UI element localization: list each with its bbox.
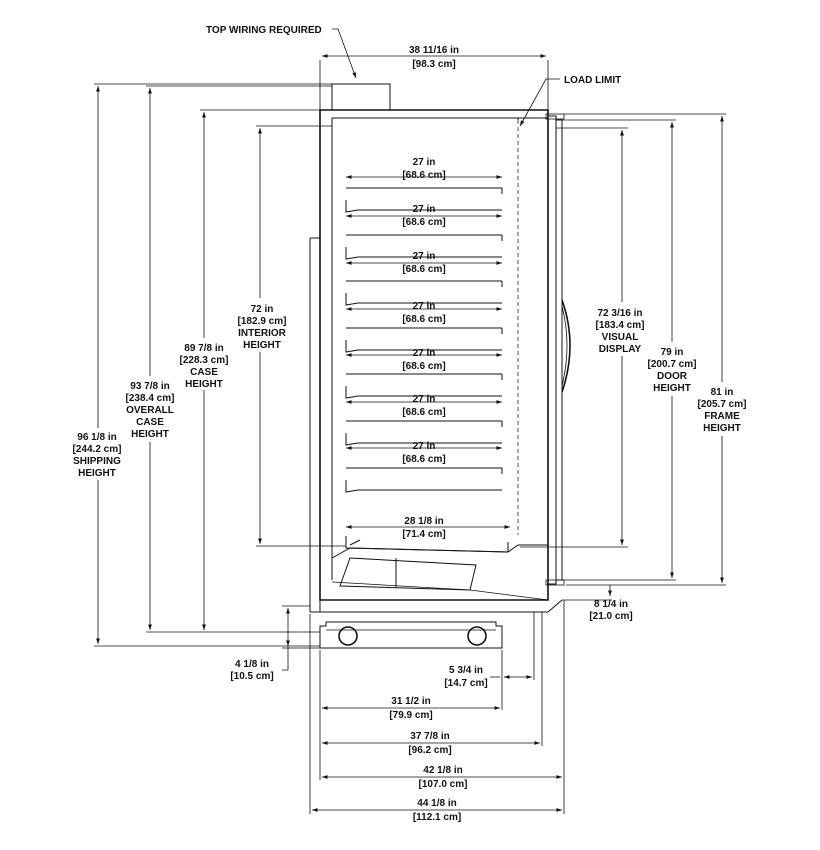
svg-text:[244.2 cm]: [244.2 cm] [73,444,122,455]
frame-height-dim: 81 in [711,387,734,398]
shelf-7 [345,467,503,493]
callout-labels: TOP WIRING REQUIRED LOAD LIMIT [206,25,621,86]
svg-text:[183.4 cm]: [183.4 cm] [596,320,645,331]
svg-text:[10.5 cm]: [10.5 cm] [230,671,273,682]
rear-panel [309,237,320,612]
svg-text:[200.7 cm]: [200.7 cm] [648,359,697,370]
svg-text:HEIGHT: HEIGHT [185,379,223,390]
svg-text:[68.6 cm]: [68.6 cm] [402,314,445,325]
svg-text:[68.6 cm]: [68.6 cm] [402,170,445,181]
svg-text:HEIGHT: HEIGHT [703,423,741,434]
shelf-4-dim: 27 in [413,301,436,312]
svg-text:[112.1 cm]: [112.1 cm] [413,812,461,823]
svg-text:DISPLAY: DISPLAY [599,344,642,355]
visual-display-dim: 72 3/16 in [597,308,642,319]
svg-text:INTERIOR: INTERIOR [238,328,287,339]
svg-text:VISUAL: VISUAL [602,332,639,343]
width-a-dim: 31 1/2 in [391,696,430,707]
base-with-casters [319,621,503,649]
shipping-height-dim: 96 1/8 in [77,432,116,443]
svg-text:HEIGHT: HEIGHT [243,340,281,351]
svg-text:[238.4 cm]: [238.4 cm] [126,393,175,404]
shelf-2 [345,234,503,260]
case-height-dim: 89 7/8 in [184,343,223,354]
door-panel [555,119,563,581]
door-frame [547,115,557,585]
base-height-dim: 4 1/8 in [235,659,269,670]
svg-text:HEIGHT: HEIGHT [78,468,116,479]
svg-text:[205.7 cm]: [205.7 cm] [698,399,747,410]
svg-text:HEIGHT: HEIGHT [653,383,691,394]
svg-text:[228.3 cm]: [228.3 cm] [180,355,229,366]
width-c-dim: 42 1/8 in [423,765,462,776]
base-frame [319,621,503,649]
svg-text:SHIPPING: SHIPPING [73,456,121,467]
svg-text:[79.9 cm]: [79.9 cm] [389,710,432,721]
bottom-shelf-dim: 28 1/8 in [404,516,443,527]
base-tray [339,557,477,591]
svg-text:[14.7 cm]: [14.7 cm] [444,678,487,689]
shelf-5-dim: 27 in [413,348,436,359]
bottom-compartment [331,544,549,601]
svg-text:OVERALL: OVERALL [126,405,174,416]
svg-text:[21.0 cm]: [21.0 cm] [589,611,632,622]
shelf-6 [345,420,503,446]
shelves [345,187,509,553]
svg-text:[107.0 cm]: [107.0 cm] [419,779,468,790]
svg-text:[96.2 cm]: [96.2 cm] [408,745,451,756]
door-height-dim: 79 in [661,347,684,358]
svg-text:[71.4 cm]: [71.4 cm] [402,529,445,540]
svg-text:[68.6 cm]: [68.6 cm] [402,264,445,275]
interior-height-dim: 72 in [251,304,274,315]
top-wiring-box [331,83,391,111]
svg-text:[68.6 cm]: [68.6 cm] [402,407,445,418]
shelf-1-dim: 27 in [413,157,436,168]
bottom-offset-dim: 8 1/4 in [594,599,628,610]
shelf-4 [345,327,503,353]
shelf-2-dim: 27 in [413,204,436,215]
shelf-3 [345,280,503,306]
dimension-labels: 38 11/16 in [98.3 cm] 27 in [68.6 cm] 27… [73,45,747,823]
svg-text:[68.6 cm]: [68.6 cm] [402,454,445,465]
door-handle [561,299,571,393]
overall-case-height-dim: 93 7/8 in [130,381,169,392]
width-b-dim: 37 7/8 in [410,731,449,742]
shelf-5 [345,373,503,399]
shelf-7-dim: 27 in [413,441,436,452]
svg-text:HEIGHT: HEIGHT [131,429,169,440]
svg-text:FRAME: FRAME [704,411,740,422]
width-d-dim: 44 1/8 in [417,798,456,809]
svg-text:[68.6 cm]: [68.6 cm] [402,217,445,228]
svg-text:[182.9 cm]: [182.9 cm] [238,316,287,327]
svg-text:[98.3 cm]: [98.3 cm] [412,59,455,70]
svg-text:CASE: CASE [190,367,218,378]
caster-wheel-left [338,626,358,646]
shelf-6-dim: 27 in [413,394,436,405]
dimension-lines [94,28,726,814]
top-width-dim: 38 11/16 in [409,45,459,56]
base-offset-dim: 5 3/4 in [449,665,483,676]
svg-text:CASE: CASE [136,417,164,428]
svg-text:DOOR: DOOR [657,371,688,382]
load-limit-label: LOAD LIMIT [564,75,621,86]
top-wiring-label: TOP WIRING REQUIRED [206,25,322,36]
shelf-3-dim: 27 in [413,251,436,262]
svg-text:[68.6 cm]: [68.6 cm] [402,361,445,372]
door-assembly [545,113,571,586]
shelf-1 [345,187,503,213]
caster-wheel-right [467,626,487,646]
